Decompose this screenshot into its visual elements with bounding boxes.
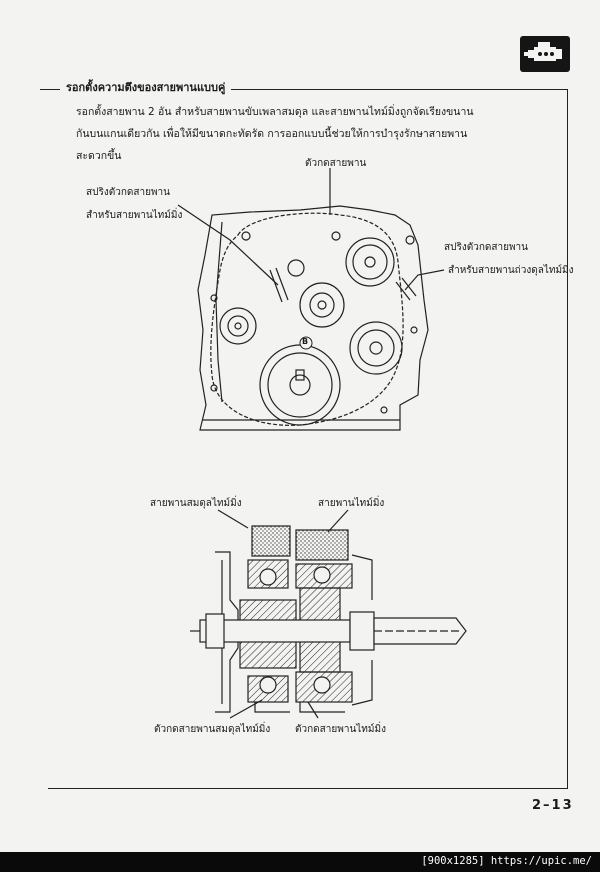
engine-icon <box>524 42 562 61</box>
label-balancer-belt: สายพานสมดุลไทม์มิ่ง <box>150 498 242 509</box>
label-spring-right-2: สำหรับสายพานถ่วงดุลไทม์มิ่ง <box>448 265 574 276</box>
frame-top-border <box>40 89 568 90</box>
watermark-bar: [900x1285] https://upic.me/ <box>0 852 600 872</box>
label-spring-left-1: สปริงตัวกดสายพาน <box>86 187 170 198</box>
intro-line-2: กันบนแกนเดียวกัน เพื่อให้มีขนาดกะทัดรัด … <box>76 128 468 140</box>
intro-paragraph: รอกตั้งสายพาน 2 อัน สำหรับสายพานขับเพลาส… <box>76 101 486 167</box>
label-timing-belt: สายพานไทม์มิ่ง <box>318 498 385 509</box>
watermark-text: [900x1285] https://upic.me/ <box>421 855 592 867</box>
engine-section-badge <box>520 36 570 72</box>
marker-b: B <box>302 337 309 346</box>
intro-line-3: สะดวกขึ้น <box>76 150 122 162</box>
frame-bottom-border <box>48 788 568 789</box>
label-balancer-tensioner: ตัวกดสายพานสมดุลไทม์มิ่ง <box>154 724 271 735</box>
section-title: รอกตั้งความตึงของสายพานแบบคู่ <box>60 78 232 96</box>
label-tensioner: ตัวกดสายพาน <box>305 158 367 169</box>
label-timing-tensioner: ตัวกดสายพานไทม์มิ่ง <box>295 724 386 735</box>
label-spring-right-1: สปริงตัวกดสายพาน <box>444 242 528 253</box>
page-number: 2–13 <box>532 798 574 813</box>
frame-right-border <box>567 89 568 789</box>
label-spring-left-2: สำหรับสายพานไทม์มิ่ง <box>86 210 183 221</box>
intro-line-1: รอกตั้งสายพาน 2 อัน สำหรับสายพานขับเพลาส… <box>76 106 474 118</box>
